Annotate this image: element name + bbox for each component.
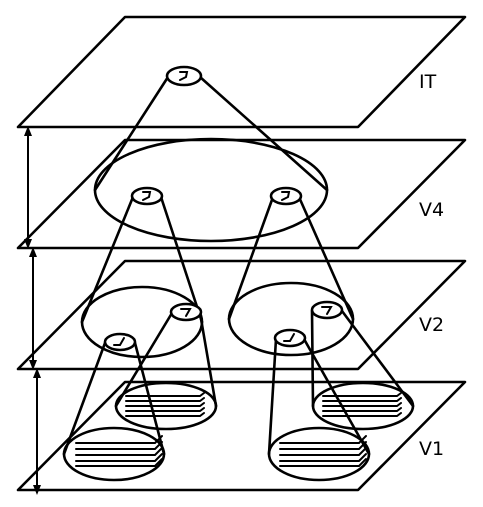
- layer-labels: IT V4 V2 V1: [419, 71, 444, 460]
- oriented-bars-icon: [75, 435, 163, 467]
- plane-v4: [16, 138, 467, 250]
- plane-v2: [16, 259, 467, 371]
- curve-features: [103, 65, 344, 352]
- oriented-bars-icon: [322, 392, 402, 417]
- curve-feature-icon: [169, 302, 203, 322]
- v1-features: [62, 381, 415, 482]
- plane-it: [16, 15, 467, 129]
- label-v2: V2: [419, 314, 444, 336]
- label-it: IT: [419, 71, 437, 93]
- receptive-field-icon: [80, 285, 204, 359]
- it-to-v4-projections: [93, 75, 329, 192]
- oriented-bars-icon: [279, 435, 367, 467]
- layer-planes: [16, 15, 467, 492]
- curve-feature-icon: [130, 186, 164, 206]
- curve-feature-icon: [273, 328, 307, 348]
- curve-feature-icon: [103, 332, 137, 352]
- plane-v1: [16, 380, 467, 492]
- curve-feature-icon: [269, 186, 303, 206]
- curve-feature-icon: [165, 65, 203, 87]
- label-v1: V1: [419, 438, 444, 460]
- v2-to-v1-projections: [62, 309, 415, 456]
- oriented-bars-icon: [125, 392, 205, 417]
- curve-feature-icon: [310, 300, 344, 320]
- level-arrows: [24, 126, 41, 495]
- label-v4: V4: [419, 199, 444, 221]
